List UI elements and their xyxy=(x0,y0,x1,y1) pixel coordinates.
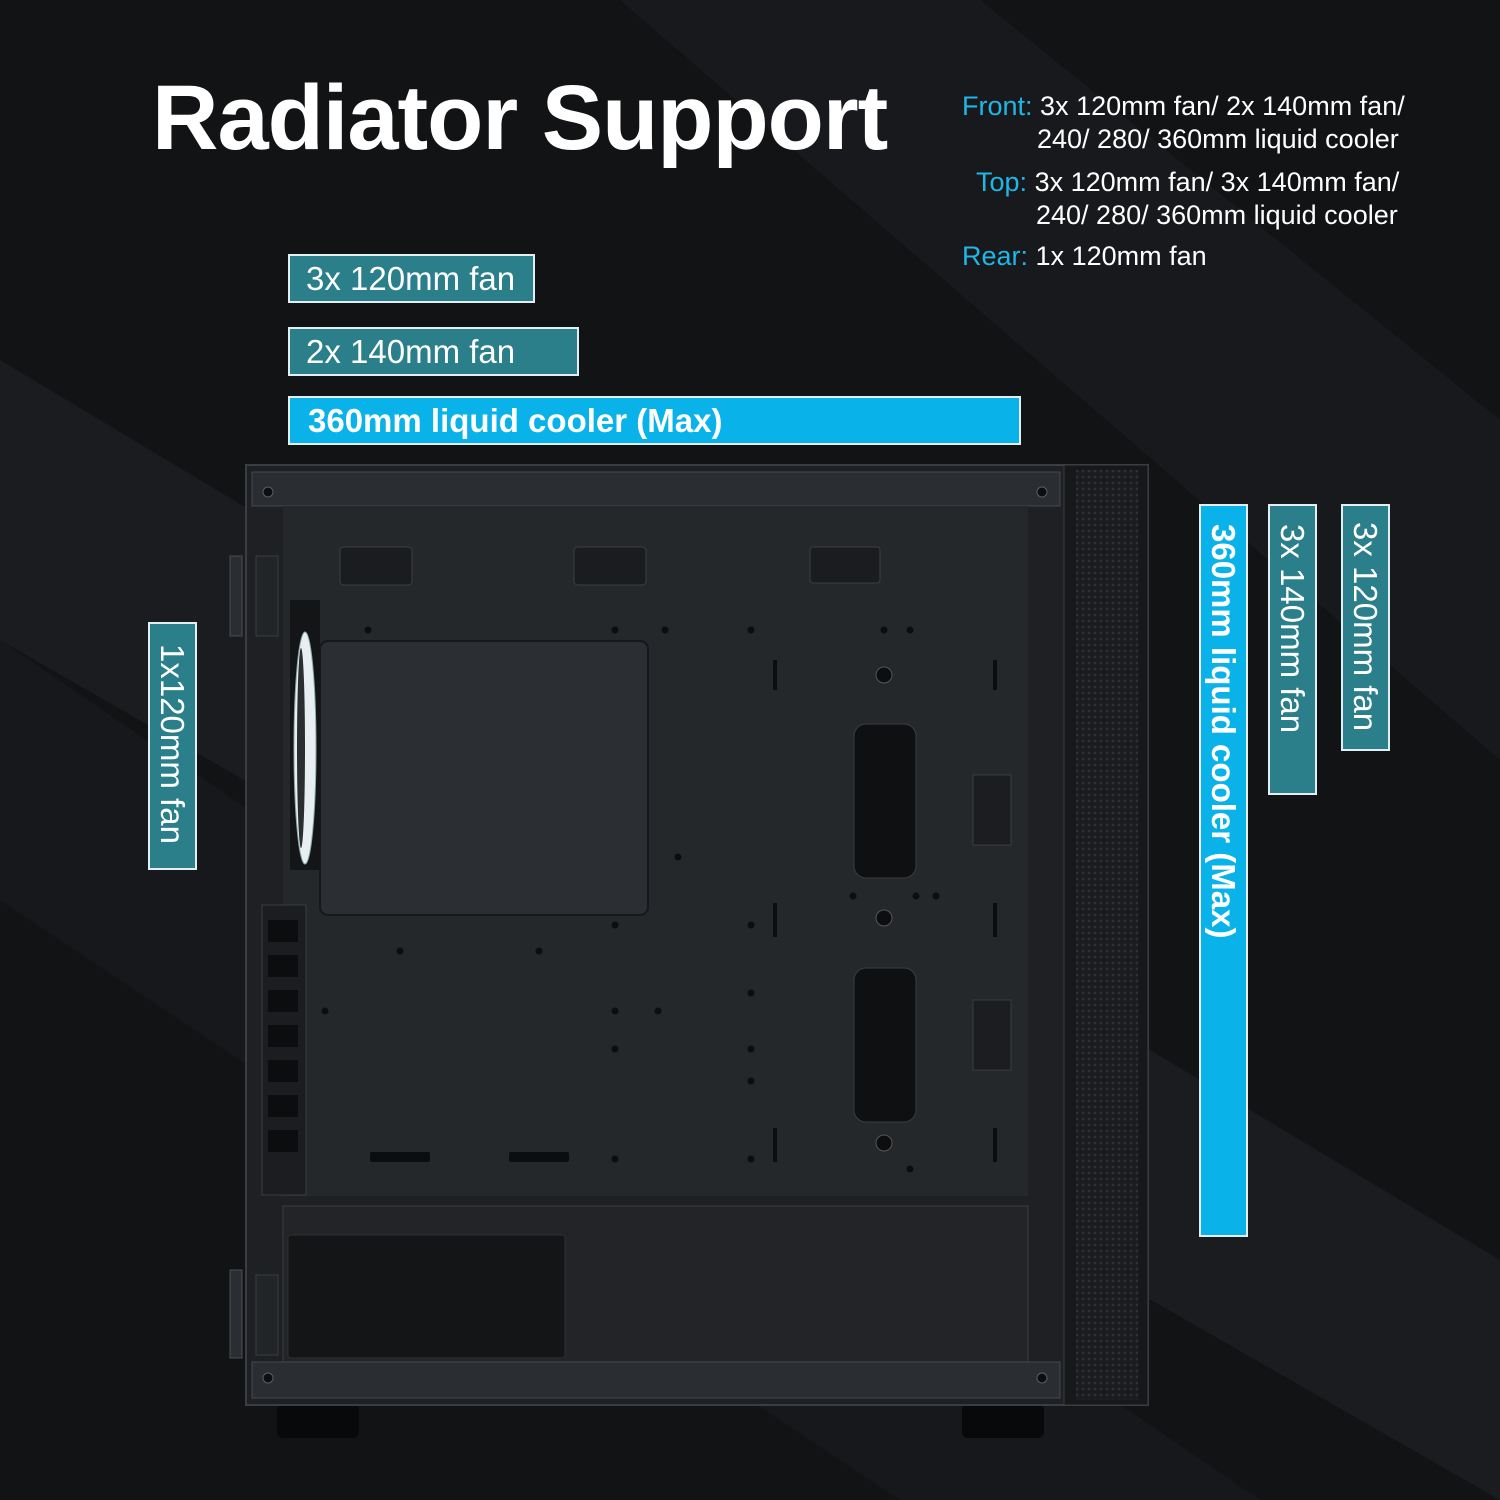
front-bar-360mm-cooler: 360mm liquid cooler (Max) xyxy=(1199,504,1248,1237)
front-bar-3x140mm-label: 3x 140mm fan xyxy=(1273,524,1311,734)
spec-top-key: Top: xyxy=(976,167,1028,197)
spec-front: Front: 3x 120mm fan/ 2x 140mm fan/ xyxy=(962,90,1405,123)
spec-front-line1: 3x 120mm fan/ 2x 140mm fan/ xyxy=(1040,91,1405,121)
top-bar-140mm-label: 2x 140mm fan xyxy=(306,332,516,370)
top-bar-360mm-cooler: 360mm liquid cooler (Max) xyxy=(288,396,1021,445)
front-bar-360mm-cooler-label: 360mm liquid cooler (Max) xyxy=(1204,524,1242,939)
top-bar-360mm-cooler-label: 360mm liquid cooler (Max) xyxy=(308,401,723,439)
front-bar-3x140mm: 3x 140mm fan xyxy=(1268,504,1317,795)
top-bar-120mm-label: 3x 120mm fan xyxy=(306,259,516,297)
spec-rear: Rear: 1x 120mm fan xyxy=(962,240,1207,273)
spec-rear-key: Rear: xyxy=(962,241,1029,271)
spec-front-line2: 240/ 280/ 360mm liquid cooler xyxy=(1037,124,1399,154)
front-bar-3x120mm: 3x 120mm fan xyxy=(1341,504,1390,751)
front-bar-3x120mm-label: 3x 120mm fan xyxy=(1346,522,1384,732)
spec-rear-line1: 1x 120mm fan xyxy=(1035,241,1207,271)
spec-top-line1: 3x 120mm fan/ 3x 140mm fan/ xyxy=(1034,167,1400,197)
spec-top: Top: 3x 120mm fan/ 3x 140mm fan/ xyxy=(976,166,1399,199)
top-bar-140mm: 2x 140mm fan xyxy=(288,327,579,376)
spec-top-line2: 240/ 280/ 360mm liquid cooler xyxy=(1036,200,1398,230)
rear-bar-1x120mm-label: 1x120mm fan xyxy=(153,644,191,844)
top-bar-120mm: 3x 120mm fan xyxy=(288,254,535,303)
rear-bar-1x120mm: 1x120mm fan xyxy=(148,622,197,870)
page-title: Radiator Support xyxy=(152,67,888,169)
spec-front-key: Front: xyxy=(962,91,1033,121)
